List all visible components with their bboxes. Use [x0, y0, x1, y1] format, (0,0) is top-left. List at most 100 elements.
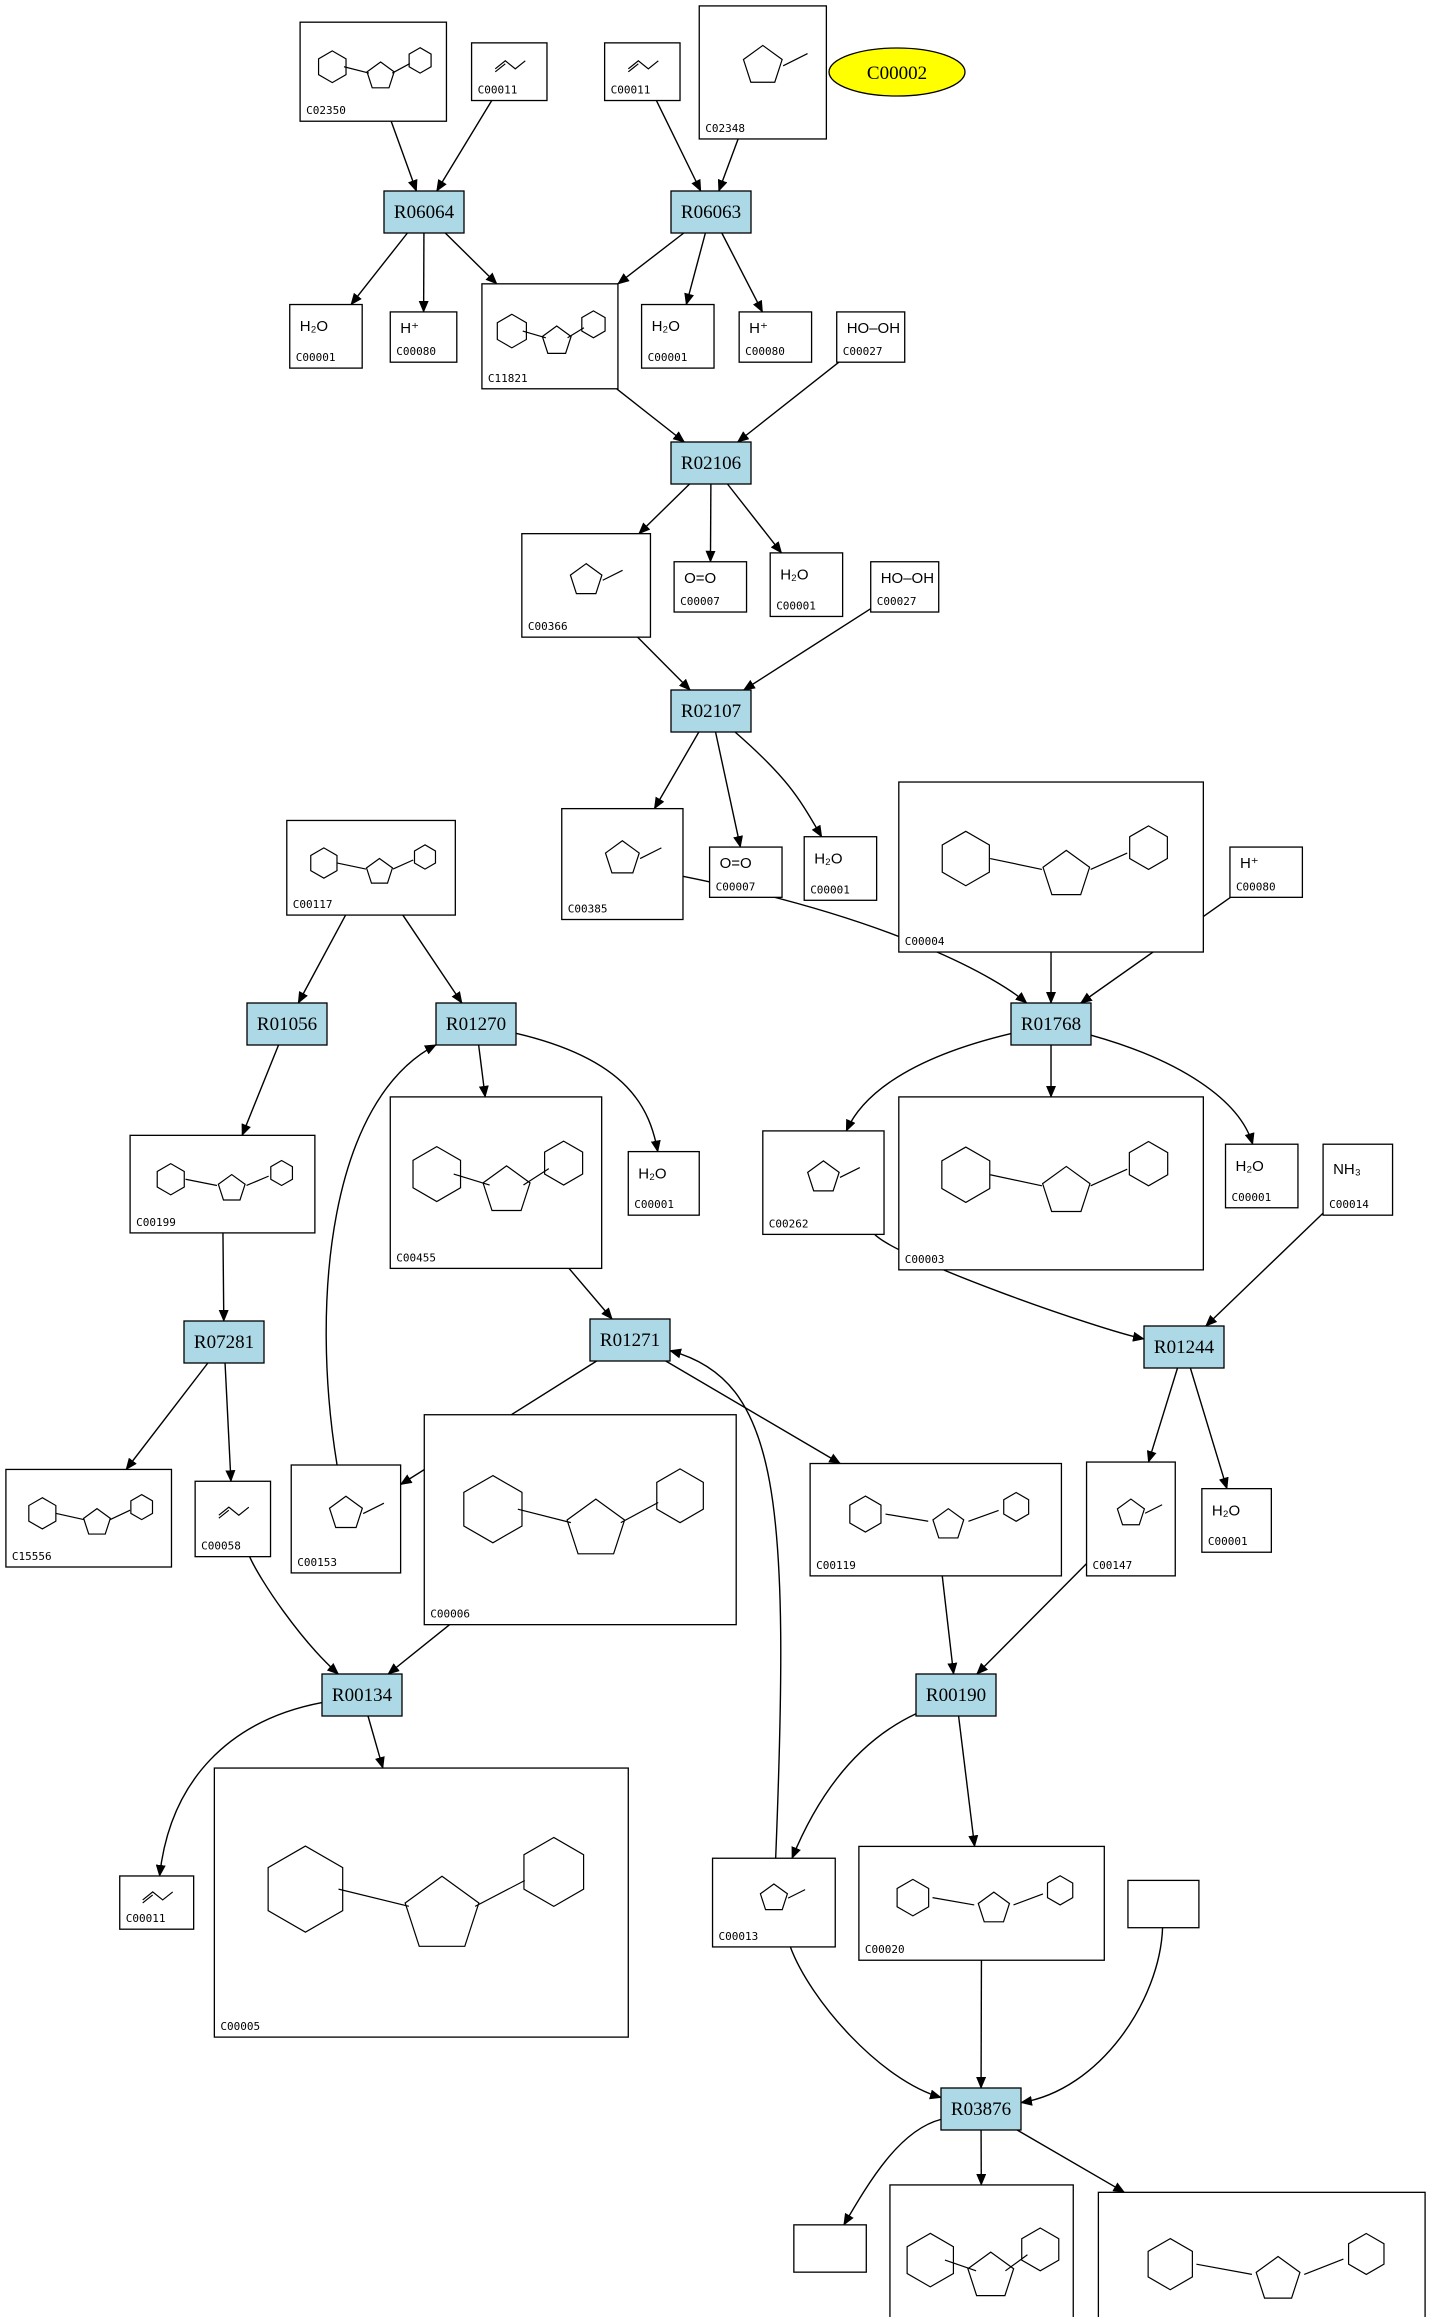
compound-id: C00001 [648, 351, 688, 364]
compound-node[interactable]: C00117 [286, 819, 456, 916]
edge-path [444, 232, 498, 285]
reaction-node[interactable]: R01768 [1010, 1002, 1092, 1046]
reaction-node[interactable]: R06064 [383, 190, 465, 234]
reaction-edge [436, 100, 493, 192]
reaction-node[interactable]: R00134 [321, 1673, 403, 1717]
reaction-box [1143, 1325, 1225, 1369]
compound-node[interactable] [793, 2224, 867, 2273]
structure-drawing [1116, 1498, 1163, 1526]
reaction-node[interactable]: R03876 [940, 2087, 1022, 2131]
reaction-node[interactable]: R01271 [589, 1318, 671, 1362]
reaction-node[interactable]: R00190 [915, 1673, 997, 1717]
compound-node[interactable]: H⁺C00080 [389, 311, 458, 363]
compound-box [1085, 1461, 1176, 1577]
compound-node[interactable]: C00011 [603, 42, 681, 102]
compound-node[interactable]: C00006 [423, 1414, 737, 1626]
compound-box [389, 311, 458, 363]
compound-node[interactable]: C00262 [762, 1130, 885, 1236]
compound-id: C00020 [865, 1943, 905, 1956]
structure-drawing [896, 1875, 1074, 1923]
compound-id: C00011 [478, 84, 518, 97]
edge-path [637, 636, 691, 691]
edge-path [655, 100, 702, 192]
compound-box [470, 42, 548, 102]
compound-node[interactable]: C11821 [481, 283, 619, 390]
compound-node[interactable]: C02350 [299, 21, 448, 122]
compound-node[interactable]: C00020 [858, 1845, 1105, 1961]
compound-node[interactable]: HO–OH C00027 [836, 311, 906, 363]
edge-path [874, 1233, 1145, 1342]
compound-node[interactable]: C02348 [698, 5, 828, 140]
reaction-node[interactable]: R07281 [183, 1320, 265, 1364]
compound-formula: H⁺ [749, 320, 768, 337]
reaction-node[interactable]: R02107 [670, 689, 752, 733]
compound-node[interactable]: C00199 [129, 1134, 316, 1234]
compound-node[interactable]: C02188 [889, 2184, 1074, 2317]
compound-node[interactable] [1127, 1879, 1200, 1929]
compound-node[interactable]: C00455 [389, 1096, 603, 1270]
compound-node[interactable]: H₂O C00001 [640, 303, 715, 369]
compound-box [627, 1150, 700, 1216]
reaction-edge [1205, 1212, 1324, 1327]
reaction-node[interactable]: R01270 [435, 1002, 517, 1046]
compound-node[interactable]: C00011 [119, 1875, 195, 1930]
compound-node[interactable]: C15556 [5, 1468, 173, 1568]
compound-node[interactable]: C00058 [194, 1480, 272, 1558]
reaction-node[interactable]: R02106 [670, 441, 752, 485]
reaction-node[interactable]: R06063 [670, 190, 752, 234]
compound-node[interactable]: C00385 [561, 807, 684, 921]
compound-node[interactable]: H⁺C00080 [738, 311, 813, 363]
compound-node[interactable]: C00147 [1085, 1461, 1176, 1577]
compound-id: C00004 [905, 935, 945, 948]
compound-formula: HO–OH [847, 320, 900, 337]
compound-id: C00027 [843, 345, 883, 358]
compound-node[interactable]: C00013 [711, 1857, 836, 1948]
compound-node[interactable]: C00004 [898, 781, 1204, 953]
compound-node[interactable]: C00011 [470, 42, 548, 102]
compound-node[interactable]: C00003 [898, 1096, 1204, 1271]
structure-drawing [604, 840, 662, 874]
compound-id: C00262 [769, 1217, 809, 1230]
compound-node[interactable]: C00119 [809, 1462, 1063, 1577]
reaction-id: R01270 [446, 1014, 506, 1035]
reaction-box [246, 1002, 328, 1046]
compound-box [673, 561, 748, 613]
compound-id: C02348 [705, 122, 745, 135]
compound-node[interactable]: C00366 [521, 533, 652, 638]
reaction-id: R02107 [681, 701, 741, 722]
reaction-edge [515, 1032, 661, 1153]
edge-path [617, 232, 685, 285]
edge-path [297, 914, 347, 1004]
reaction-node[interactable]: R01056 [246, 1002, 328, 1046]
compound-node[interactable]: C00005 [213, 1767, 629, 2038]
reaction-edge [843, 2118, 942, 2226]
edge-path [669, 1348, 782, 1859]
edge-path [436, 100, 493, 192]
compound-formula: H₂O [652, 318, 680, 335]
reaction-node[interactable]: R01244 [1143, 1325, 1225, 1369]
compound-node[interactable]: C00002 [1097, 2191, 1426, 2317]
compound-formula: H⁺ [400, 320, 419, 337]
reaction-edge [669, 1348, 782, 1859]
highlighted-compound[interactable]: C00002 [828, 47, 966, 97]
compound-node[interactable]: H⁺C00080 [1229, 846, 1304, 898]
compound-id: C00014 [1329, 1198, 1369, 1211]
reaction-box [321, 1673, 403, 1717]
reaction-id: R00190 [926, 1685, 986, 1706]
reaction-box [435, 1002, 517, 1046]
compound-id: C00153 [297, 1556, 337, 1569]
compound-node[interactable]: C00153 [290, 1464, 402, 1574]
structure-drawing [1147, 2232, 1385, 2299]
compound-id: C00001 [1208, 1535, 1248, 1548]
compound-box [119, 1875, 195, 1930]
